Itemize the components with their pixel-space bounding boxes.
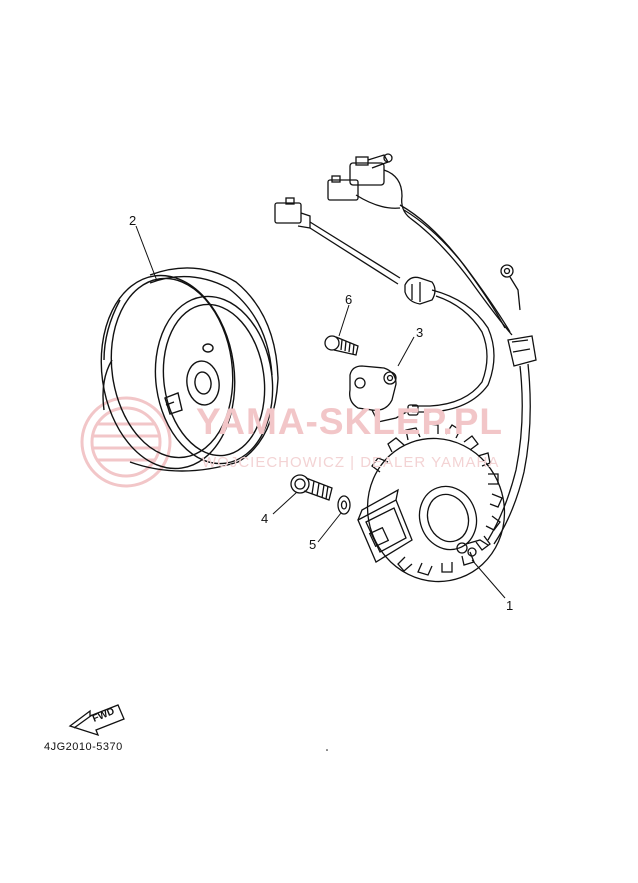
callout-1: 1 — [506, 598, 514, 613]
watermark-logo-icon — [80, 396, 172, 488]
callout-5: 5 — [309, 537, 317, 552]
wiring-harness — [274, 153, 537, 545]
fwd-arrow-icon — [68, 704, 125, 737]
stator-assembly — [357, 423, 506, 583]
watermark-title: YAMA-SKLEP.PL — [196, 401, 504, 442]
leader-lines — [135, 225, 506, 599]
callout-2: 2 — [129, 213, 137, 228]
stray-dot — [326, 749, 328, 751]
callout-6: 6 — [345, 292, 353, 307]
callout-3: 3 — [416, 325, 424, 340]
pickup-coil — [349, 365, 419, 423]
washer-5 — [337, 495, 351, 515]
bolt-4 — [290, 474, 333, 501]
callout-4: 4 — [261, 511, 269, 526]
diagram-code: 4JG2010-5370 — [44, 741, 123, 753]
bolt-6 — [324, 335, 359, 356]
flywheel-rotor — [100, 267, 279, 472]
fwd-label: FWD — [91, 706, 116, 725]
watermark-subtitle: WOJCIECHOWICZ | DEALER YAMAHA — [202, 454, 500, 471]
